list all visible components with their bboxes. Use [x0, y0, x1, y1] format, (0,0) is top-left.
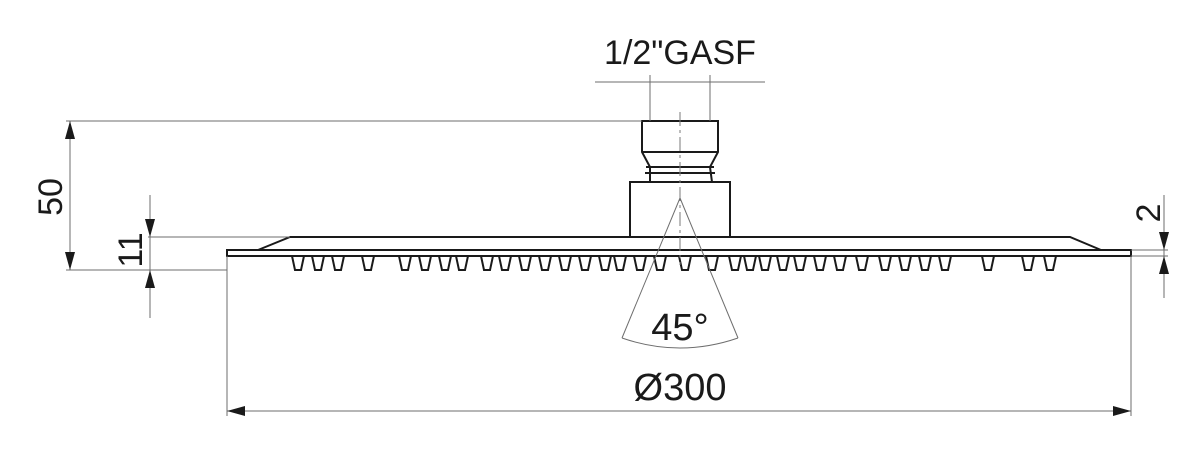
nozzle — [813, 255, 827, 271]
nozzle — [578, 255, 592, 271]
nozzle — [705, 255, 719, 271]
nozzle — [878, 255, 892, 271]
nozzle — [758, 255, 772, 271]
nozzle — [598, 255, 612, 271]
overall-height-dimension — [65, 120, 642, 271]
nozzle — [918, 255, 932, 271]
nozzle — [898, 255, 912, 271]
nozzle — [498, 255, 512, 271]
nozzle — [331, 255, 345, 271]
nozzle — [518, 255, 532, 271]
nozzle — [613, 255, 627, 271]
nozzle-row — [291, 255, 1057, 271]
nozzle — [793, 255, 807, 271]
spray-angle-dimension — [621, 197, 739, 349]
connection-dimension — [595, 75, 765, 121]
nozzle — [938, 255, 952, 271]
shower-plate — [226, 236, 1132, 257]
nozzle — [455, 255, 469, 271]
nozzle — [538, 255, 552, 271]
nozzle — [558, 255, 572, 271]
nozzle — [855, 255, 869, 271]
nozzle — [728, 255, 742, 271]
diameter-label: Ø300 — [634, 367, 727, 409]
nozzle — [311, 255, 325, 271]
spray-angle-label: 45° — [651, 307, 708, 349]
nozzle — [418, 255, 432, 271]
plate-height-dimension — [145, 195, 290, 318]
nozzle — [291, 255, 305, 271]
nozzle — [480, 255, 494, 271]
nozzle — [1021, 255, 1035, 271]
nozzle — [653, 255, 667, 271]
plate-thickness-label: 2 — [1130, 204, 1168, 223]
nozzle — [361, 255, 375, 271]
nozzle — [833, 255, 847, 271]
nozzle — [633, 255, 647, 271]
plate-height-label: 11 — [112, 232, 150, 267]
nozzle — [398, 255, 412, 271]
overall-height-label: 50 — [32, 178, 70, 216]
nozzle — [981, 255, 995, 271]
nozzle — [1043, 255, 1057, 271]
diameter-dimension — [226, 256, 1132, 416]
nozzle — [743, 255, 757, 271]
connection-label: 1/2"GASF — [604, 34, 756, 72]
nozzle — [438, 255, 452, 271]
nozzle — [776, 255, 790, 271]
nozzle — [678, 255, 692, 271]
plate-thickness-dimension — [1131, 195, 1169, 298]
